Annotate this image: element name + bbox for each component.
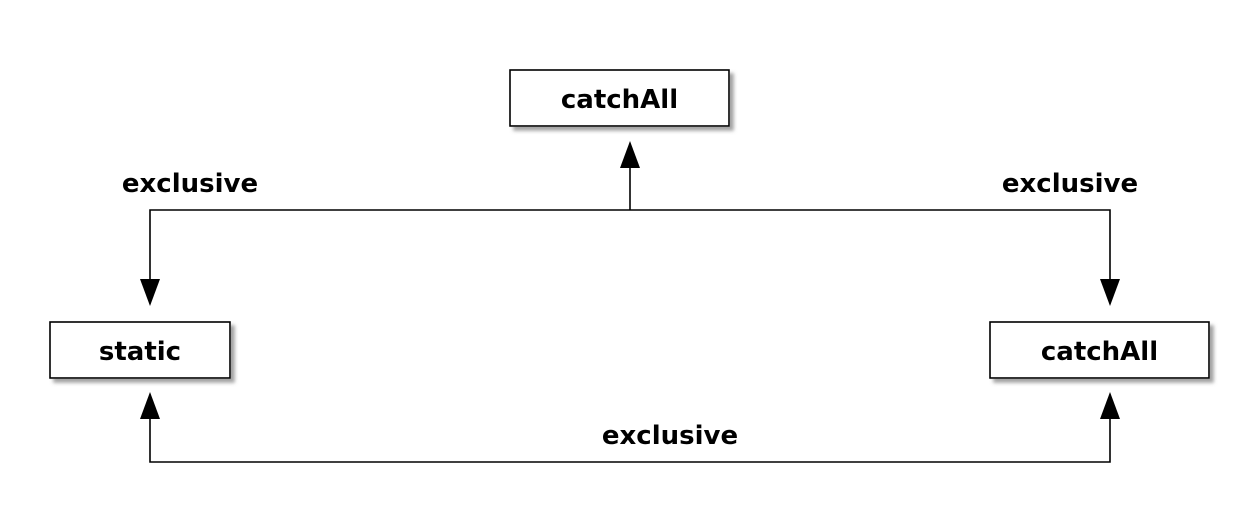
arrowhead-up-top-node bbox=[620, 141, 640, 168]
connector-bottom bbox=[149, 417, 1111, 463]
edge-label-top-left: exclusive bbox=[122, 169, 258, 199]
edge-label-top-right: exclusive bbox=[1002, 169, 1138, 199]
arrowhead-up-right-node bbox=[1100, 392, 1120, 419]
arrowheads bbox=[140, 141, 1120, 419]
node-right-label: catchAll bbox=[1041, 337, 1158, 367]
arrowhead-down-right-node bbox=[1100, 279, 1120, 306]
node-top-label: catchAll bbox=[561, 85, 678, 115]
node-top: catchAll bbox=[509, 69, 730, 127]
connectors bbox=[149, 165, 1111, 463]
arrowhead-up-left-node bbox=[140, 392, 160, 419]
node-right: catchAll bbox=[989, 321, 1210, 379]
node-left-label: static bbox=[99, 337, 181, 367]
connector-top-junction bbox=[149, 209, 1111, 297]
edge-label-bottom: exclusive bbox=[602, 421, 738, 451]
node-right-box bbox=[989, 321, 1210, 379]
node-left-box bbox=[49, 321, 231, 379]
node-left: static bbox=[49, 321, 231, 379]
arrowhead-down-left-node bbox=[140, 279, 160, 306]
node-top-box bbox=[509, 69, 730, 127]
